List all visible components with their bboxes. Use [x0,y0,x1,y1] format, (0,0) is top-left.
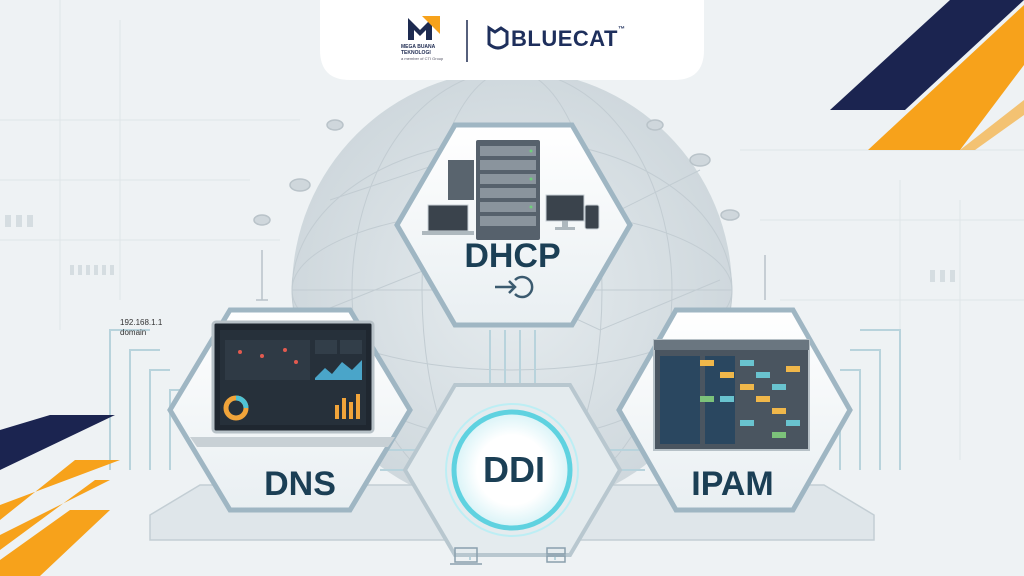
domain-label: domain [120,328,147,337]
laptop-icon [422,204,474,235]
server-rack-icon [448,140,540,240]
bottom-server-icon [546,547,566,563]
dns-label: DNS [264,465,336,503]
mbt-logo-icon [408,16,440,40]
bluecat-name: BLUECAT [511,26,618,51]
corner-stripes-bottom-left [0,415,120,576]
ip-annotation: 192.168.1.1 domain [120,318,162,338]
ddi-ring [451,409,573,531]
background-lines [0,0,1024,460]
dhcp-label: DHCP [464,237,561,275]
bluecat-wordmark: BLUECAT™ [511,26,625,52]
antennas [253,119,766,301]
monitor-icon [545,194,585,230]
ipam-label: IPAM [691,465,774,503]
bluecat-tm: ™ [617,26,626,33]
ip-address-label: 192.168.1.1 [120,318,163,327]
mbt-subtitle: a member of CTI Group [401,56,444,61]
spreadsheet-icon [653,339,810,451]
phone-icon [584,204,600,230]
ddi-outer-ring [445,403,579,537]
bluecat-logo-icon [487,25,509,50]
laptop-dashboard-icon [190,320,395,447]
mbt-line1: MEGA BUANA [401,44,436,50]
mbt-line2: TEKNOLOGI [401,50,431,56]
ddi-label: DDI [483,449,545,490]
mbt-company-name: MEGA BUANA TEKNOLOGI a member of CTI Gro… [401,44,471,62]
bottom-laptop-icon [450,547,482,565]
login-arrow-icon [495,275,534,299]
background-dots [5,215,955,282]
logo-bar [320,0,704,80]
corner-stripes-top-right [830,0,1024,150]
